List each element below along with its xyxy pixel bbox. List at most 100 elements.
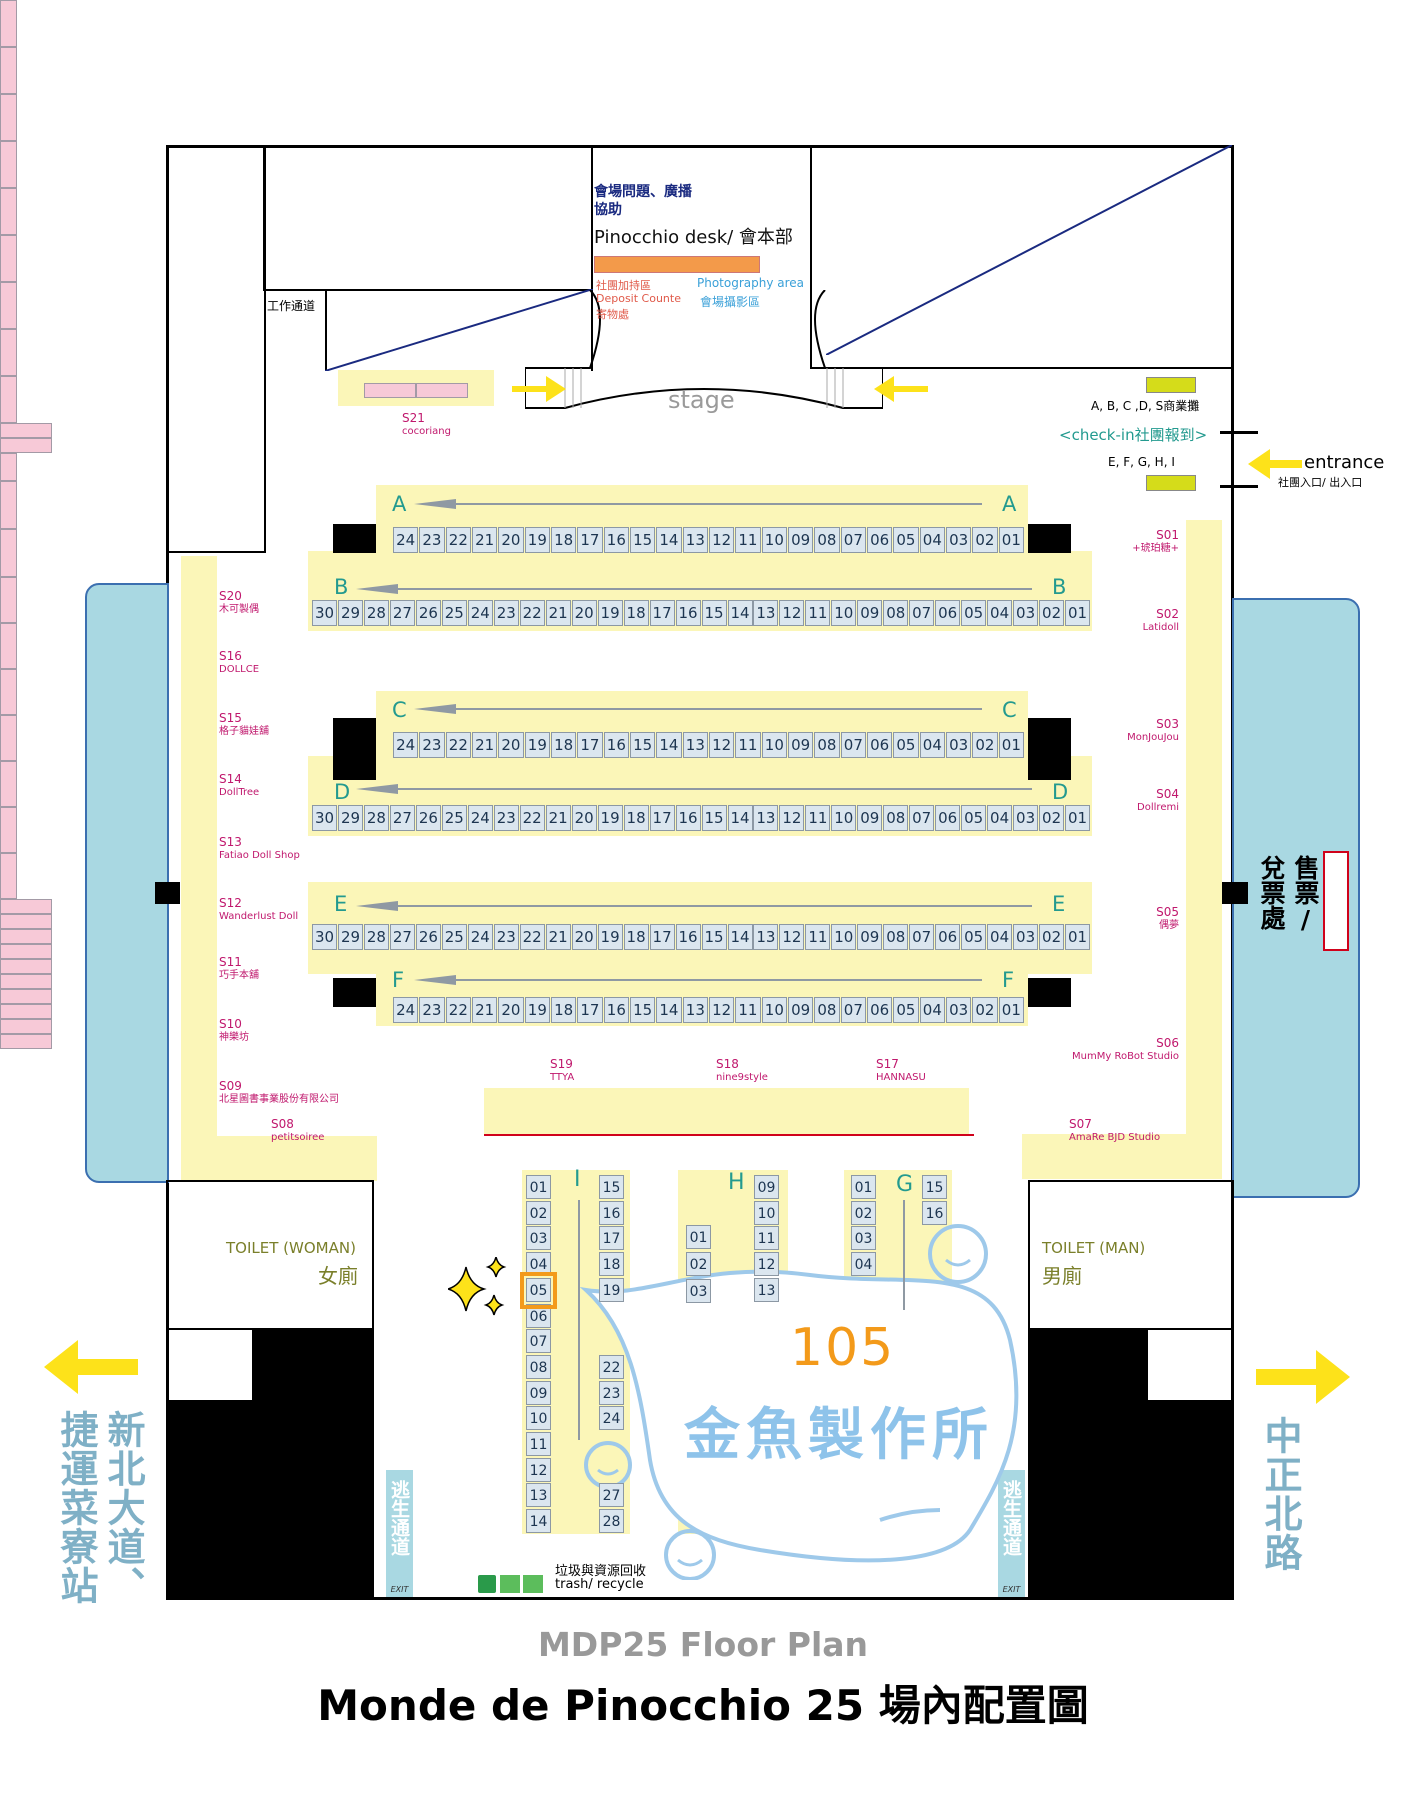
- special-booth-name: Wanderlust Doll: [219, 911, 299, 922]
- special-booth-name: MumMy RoBot Studio: [1072, 1051, 1179, 1062]
- annotation-name: 金魚製作所: [684, 1403, 994, 1468]
- row-a-direction-arrow-line: [452, 503, 982, 505]
- special-booth-name: 木可製偶: [219, 604, 259, 615]
- row-b-booth-05: 05: [961, 600, 987, 626]
- column-i-booth: 22: [599, 1354, 624, 1379]
- row-d-booth-19: 19: [597, 805, 623, 831]
- special-booth-slot: [0, 94, 17, 141]
- row-b-label-right: B: [1052, 575, 1067, 599]
- column-g-booth: 16: [922, 1200, 947, 1225]
- row-d-booth-23: 23: [493, 805, 519, 831]
- row-f-booth-14: 14: [656, 997, 682, 1023]
- row-f-booth-21: 21: [472, 997, 498, 1023]
- column-i-booth: 27: [599, 1483, 624, 1508]
- column-i-booth: 02: [526, 1200, 551, 1225]
- row-b-booth-01: 01: [1065, 600, 1090, 626]
- row-e-booth-14: 14: [727, 924, 753, 950]
- row-b-booth-30: 30: [312, 600, 337, 626]
- row-c-booth-05: 05: [893, 732, 919, 758]
- special-booth-slot: [0, 481, 17, 529]
- row-c-booth-12: 12: [709, 732, 735, 758]
- row-f-booth-18: 18: [551, 997, 577, 1023]
- column-i-booth: 24: [599, 1406, 624, 1431]
- column-h-booth: 13: [754, 1277, 779, 1302]
- row-b-booth-22: 22: [519, 600, 545, 626]
- row-f-direction-arrow-line: [452, 979, 982, 981]
- column-i-booth: 07: [526, 1329, 551, 1354]
- row-d-booth-04: 04: [987, 805, 1013, 831]
- row-b-booth-26: 26: [415, 600, 441, 626]
- left-road-arrow: [44, 1340, 138, 1394]
- special-booth-slot: [0, 989, 52, 1004]
- row-c-direction-arrow-head: [414, 704, 456, 714]
- row-a-booth-15: 15: [630, 527, 656, 553]
- special-booth-slot: [0, 0, 17, 47]
- column-i-booth: 18: [599, 1252, 624, 1277]
- pillar: [333, 978, 376, 1007]
- row-f-booth-19: 19: [524, 997, 550, 1023]
- special-booth-slot: [0, 914, 52, 929]
- row-f-booth-16: 16: [603, 997, 629, 1023]
- annotation-number: 105: [790, 1318, 896, 1378]
- row-e-direction-arrow-line: [394, 905, 1032, 907]
- row-b-booth-12: 12: [779, 600, 805, 626]
- column-i-booth: 19: [599, 1277, 624, 1302]
- column-i-booth: 23: [599, 1380, 624, 1405]
- right-black-steps: [1028, 1330, 1234, 1600]
- pillar: [333, 524, 376, 553]
- row-d-booth-01: 01: [1065, 805, 1090, 831]
- special-booth-slot: [0, 929, 52, 944]
- row-e-booth-28: 28: [363, 924, 389, 950]
- row-d-booth-30: 30: [312, 805, 337, 831]
- toilet-woman-room: [166, 1180, 374, 1330]
- row-c-booth-23: 23: [419, 732, 445, 758]
- row-b-booth-25: 25: [441, 600, 467, 626]
- trash-bin: [500, 1575, 520, 1593]
- column-g-booth: 02: [851, 1200, 876, 1225]
- group-abcds-label: A, B, C ,D, S商業攤: [1091, 399, 1200, 413]
- stage-label: stage: [668, 386, 735, 414]
- deposit-label-zh: 社團加持區: [596, 279, 651, 292]
- special-booth-id: S19: [550, 1057, 573, 1071]
- row-d-booth-07: 07: [909, 805, 935, 831]
- row-d-booth-11: 11: [805, 805, 831, 831]
- row-d-booth-16: 16: [675, 805, 701, 831]
- special-booth-name: cocoriang: [402, 426, 451, 437]
- row-f-booth-03: 03: [946, 997, 972, 1023]
- row-d-booth-22: 22: [519, 805, 545, 831]
- stage-arrow-right: [512, 376, 566, 402]
- row-e-booth-17: 17: [649, 924, 675, 950]
- row-d-direction-arrow-line: [394, 788, 1032, 790]
- row-e-booth-25: 25: [441, 924, 467, 950]
- special-booth-name: TTYA: [550, 1072, 575, 1083]
- row-d-booth-29: 29: [338, 805, 363, 831]
- row-a-booth-17: 17: [577, 527, 603, 553]
- row-c-booth-15: 15: [630, 732, 656, 758]
- special-booth-name: AmaRe BJD Studio: [1069, 1132, 1161, 1143]
- row-f-booth-02: 02: [972, 997, 998, 1023]
- special-booth-id: S11: [219, 955, 242, 969]
- row-b-booth-03: 03: [1013, 600, 1039, 626]
- row-e-booth-16: 16: [675, 924, 701, 950]
- left-upper-room: [166, 145, 266, 553]
- row-c-label-right: C: [1002, 698, 1017, 722]
- row-b-booth-24: 24: [467, 600, 493, 626]
- row-d-booth-20: 20: [571, 805, 597, 831]
- row-b-booth-27: 27: [389, 600, 415, 626]
- special-booth-slot: [0, 1004, 52, 1019]
- row-f-booth-09: 09: [788, 997, 814, 1023]
- row-d-booth-28: 28: [363, 805, 389, 831]
- column-i-booth: 28: [599, 1509, 624, 1534]
- row-e-booth-01: 01: [1065, 924, 1090, 950]
- row-c-booth-16: 16: [603, 732, 629, 758]
- special-booth-slot: [0, 715, 17, 761]
- special-booth-slot: [0, 423, 52, 438]
- toilet-woman-en: TOILET (WOMAN): [226, 1239, 356, 1257]
- row-c-booth-14: 14: [656, 732, 682, 758]
- photo-label-zh: 會場攝影區: [700, 295, 761, 309]
- row-e-booth-29: 29: [338, 924, 363, 950]
- special-booth-slot: [0, 329, 17, 376]
